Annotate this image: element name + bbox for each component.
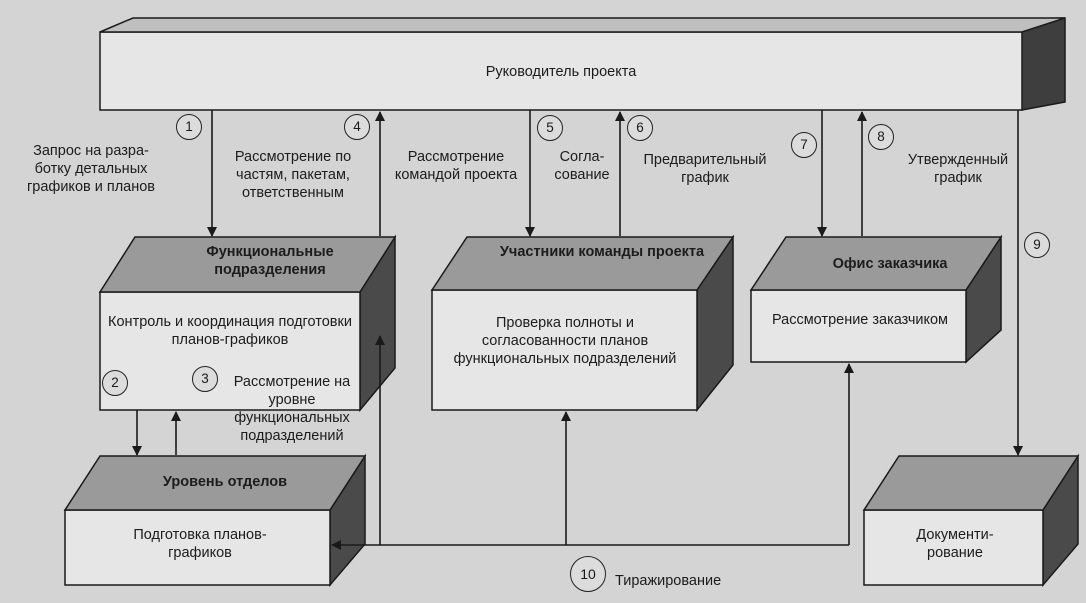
team-desc: Проверка полноты и согласованности плано… (453, 315, 677, 367)
team-title: Участники команды проекта (499, 244, 705, 260)
step-8-label: Утвержденный график (907, 152, 1009, 186)
step-10-label: Тиражирование (615, 573, 722, 589)
box-customer (749, 234, 1003, 364)
step-1-label: Запрос на разра-ботку детальных графиков… (26, 143, 156, 195)
step-1b-label: Рассмотрение по частям, пакетам, ответст… (234, 149, 352, 201)
box-departments (63, 453, 367, 588)
step-9-badge: 9 (1024, 232, 1050, 258)
customer-title: Офис заказчика (832, 256, 948, 272)
step-4-badge: 4 (344, 114, 370, 140)
step-6-badge: 6 (627, 115, 653, 141)
step-4-label: Рассмотрение командой проекта (394, 149, 518, 183)
manager-label: Руководитель проекта (485, 64, 637, 80)
box-functional (98, 234, 397, 413)
step-10-badge: 10 (570, 556, 606, 592)
step-7-badge: 7 (791, 132, 817, 158)
customer-desc: Рассмотрение заказчиком (771, 312, 949, 328)
step-1-badge: 1 (176, 114, 202, 140)
box-manager (99, 17, 1066, 111)
functional-title: Функциональные подразделения (206, 244, 334, 278)
box-documentation (862, 453, 1080, 588)
step-6-label: Согла-сование (554, 149, 610, 183)
step-7-label: Предварительный график (643, 152, 767, 186)
functional-desc: Контроль и координация подготовки планов… (108, 314, 352, 348)
box-team (430, 234, 735, 413)
step-2-badge: 2 (102, 370, 128, 396)
arrows (132, 110, 1023, 550)
documentation-desc: Документи-рование (916, 527, 994, 561)
departments-title: Уровень отделов (162, 474, 288, 490)
step-3-label: Рассмотрение на уровне функциональных по… (233, 374, 351, 444)
departments-desc: Подготовка планов-графиков (133, 527, 267, 561)
step-3-badge: 3 (192, 366, 218, 392)
step-5-badge: 5 (537, 115, 563, 141)
step-8-badge: 8 (868, 124, 894, 150)
